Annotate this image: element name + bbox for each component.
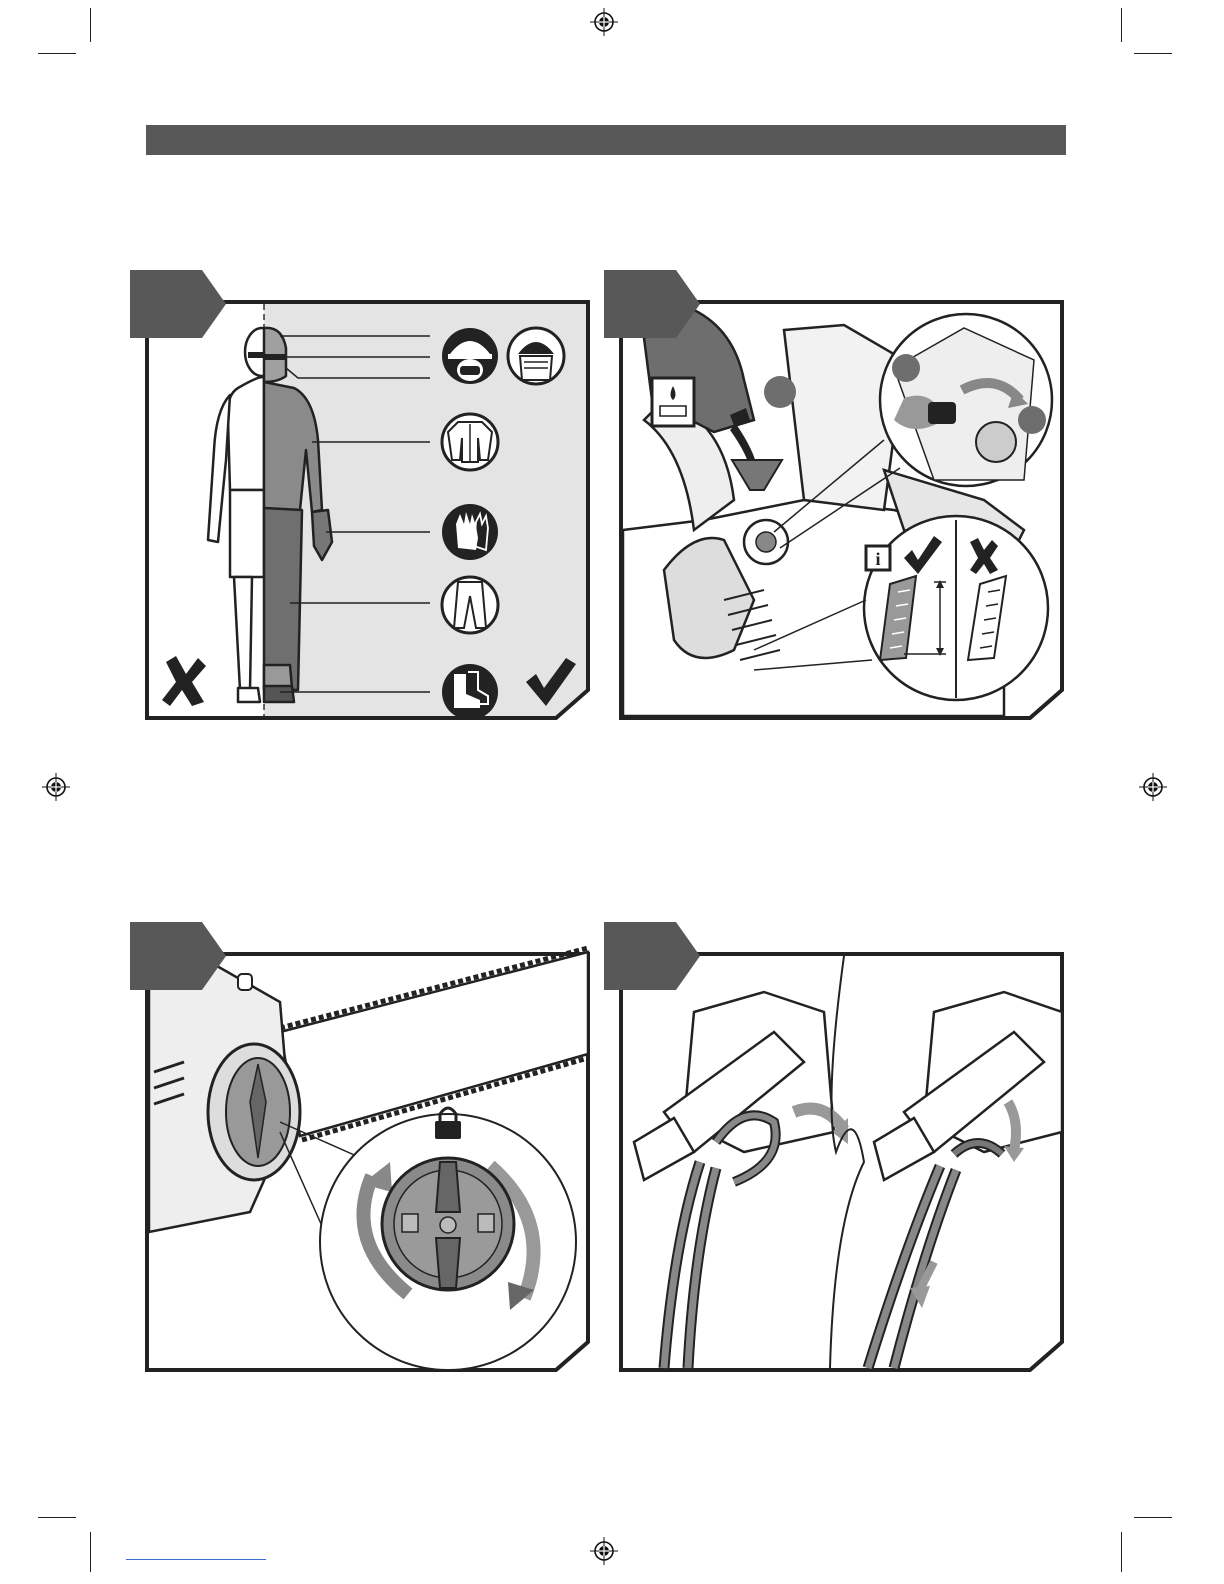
crop-mark-top-left-v — [90, 8, 91, 42]
jacket-icon — [442, 414, 498, 470]
panel-ppe — [130, 270, 592, 722]
registration-mark-left-icon — [42, 773, 70, 801]
footer-link-underline — [126, 1559, 266, 1560]
panel-oil-fill: i — [604, 270, 1066, 722]
boots-icon — [442, 664, 498, 720]
oil-can-icon — [652, 378, 694, 426]
panel-chain-tension-knob — [130, 922, 592, 1374]
gloves-icon — [442, 504, 498, 560]
info-icon: i — [875, 549, 880, 569]
crop-mark-bottom-right-v — [1121, 1532, 1122, 1572]
crop-mark-top-right-h — [1134, 53, 1172, 54]
visor-helmet-icon — [508, 328, 564, 384]
crop-mark-bottom-left-h — [38, 1517, 76, 1518]
trousers-icon — [442, 577, 498, 633]
registration-mark-top-icon — [590, 8, 618, 36]
crop-mark-bottom-right-h — [1134, 1517, 1172, 1518]
crop-mark-top-right-v — [1121, 8, 1122, 42]
section-header-bar — [146, 125, 1066, 155]
helmet-mask-icon — [442, 328, 498, 384]
registration-mark-right-icon — [1139, 773, 1167, 801]
panel-cable-strain-relief — [604, 922, 1066, 1374]
crop-mark-top-left-h — [38, 53, 76, 54]
crop-mark-bottom-left-v — [90, 1532, 91, 1572]
registration-mark-bottom-icon — [590, 1537, 618, 1565]
